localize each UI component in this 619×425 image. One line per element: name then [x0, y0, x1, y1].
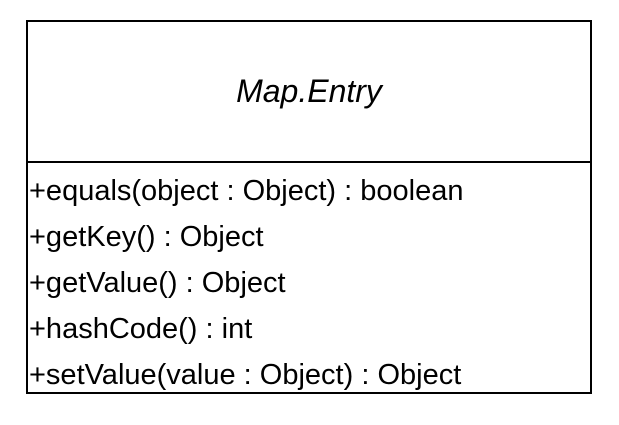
class-name: Map.Entry — [236, 73, 382, 109]
uml-class-box: Map.Entry +equals(object : Object) : boo… — [26, 20, 592, 394]
operation-hash-code: +hashCode() : int — [29, 313, 253, 345]
class-name-compartment: Map.Entry — [28, 22, 590, 163]
operation-set-value: +setValue(value : Object) : Object — [29, 359, 462, 391]
operations-compartment: +equals(object : Object) : boolean +getK… — [28, 163, 590, 392]
operation-get-key: +getKey() : Object — [29, 221, 264, 253]
operation-get-value: +getValue() : Object — [29, 267, 286, 299]
operation-equals: +equals(object : Object) : boolean — [29, 175, 464, 207]
